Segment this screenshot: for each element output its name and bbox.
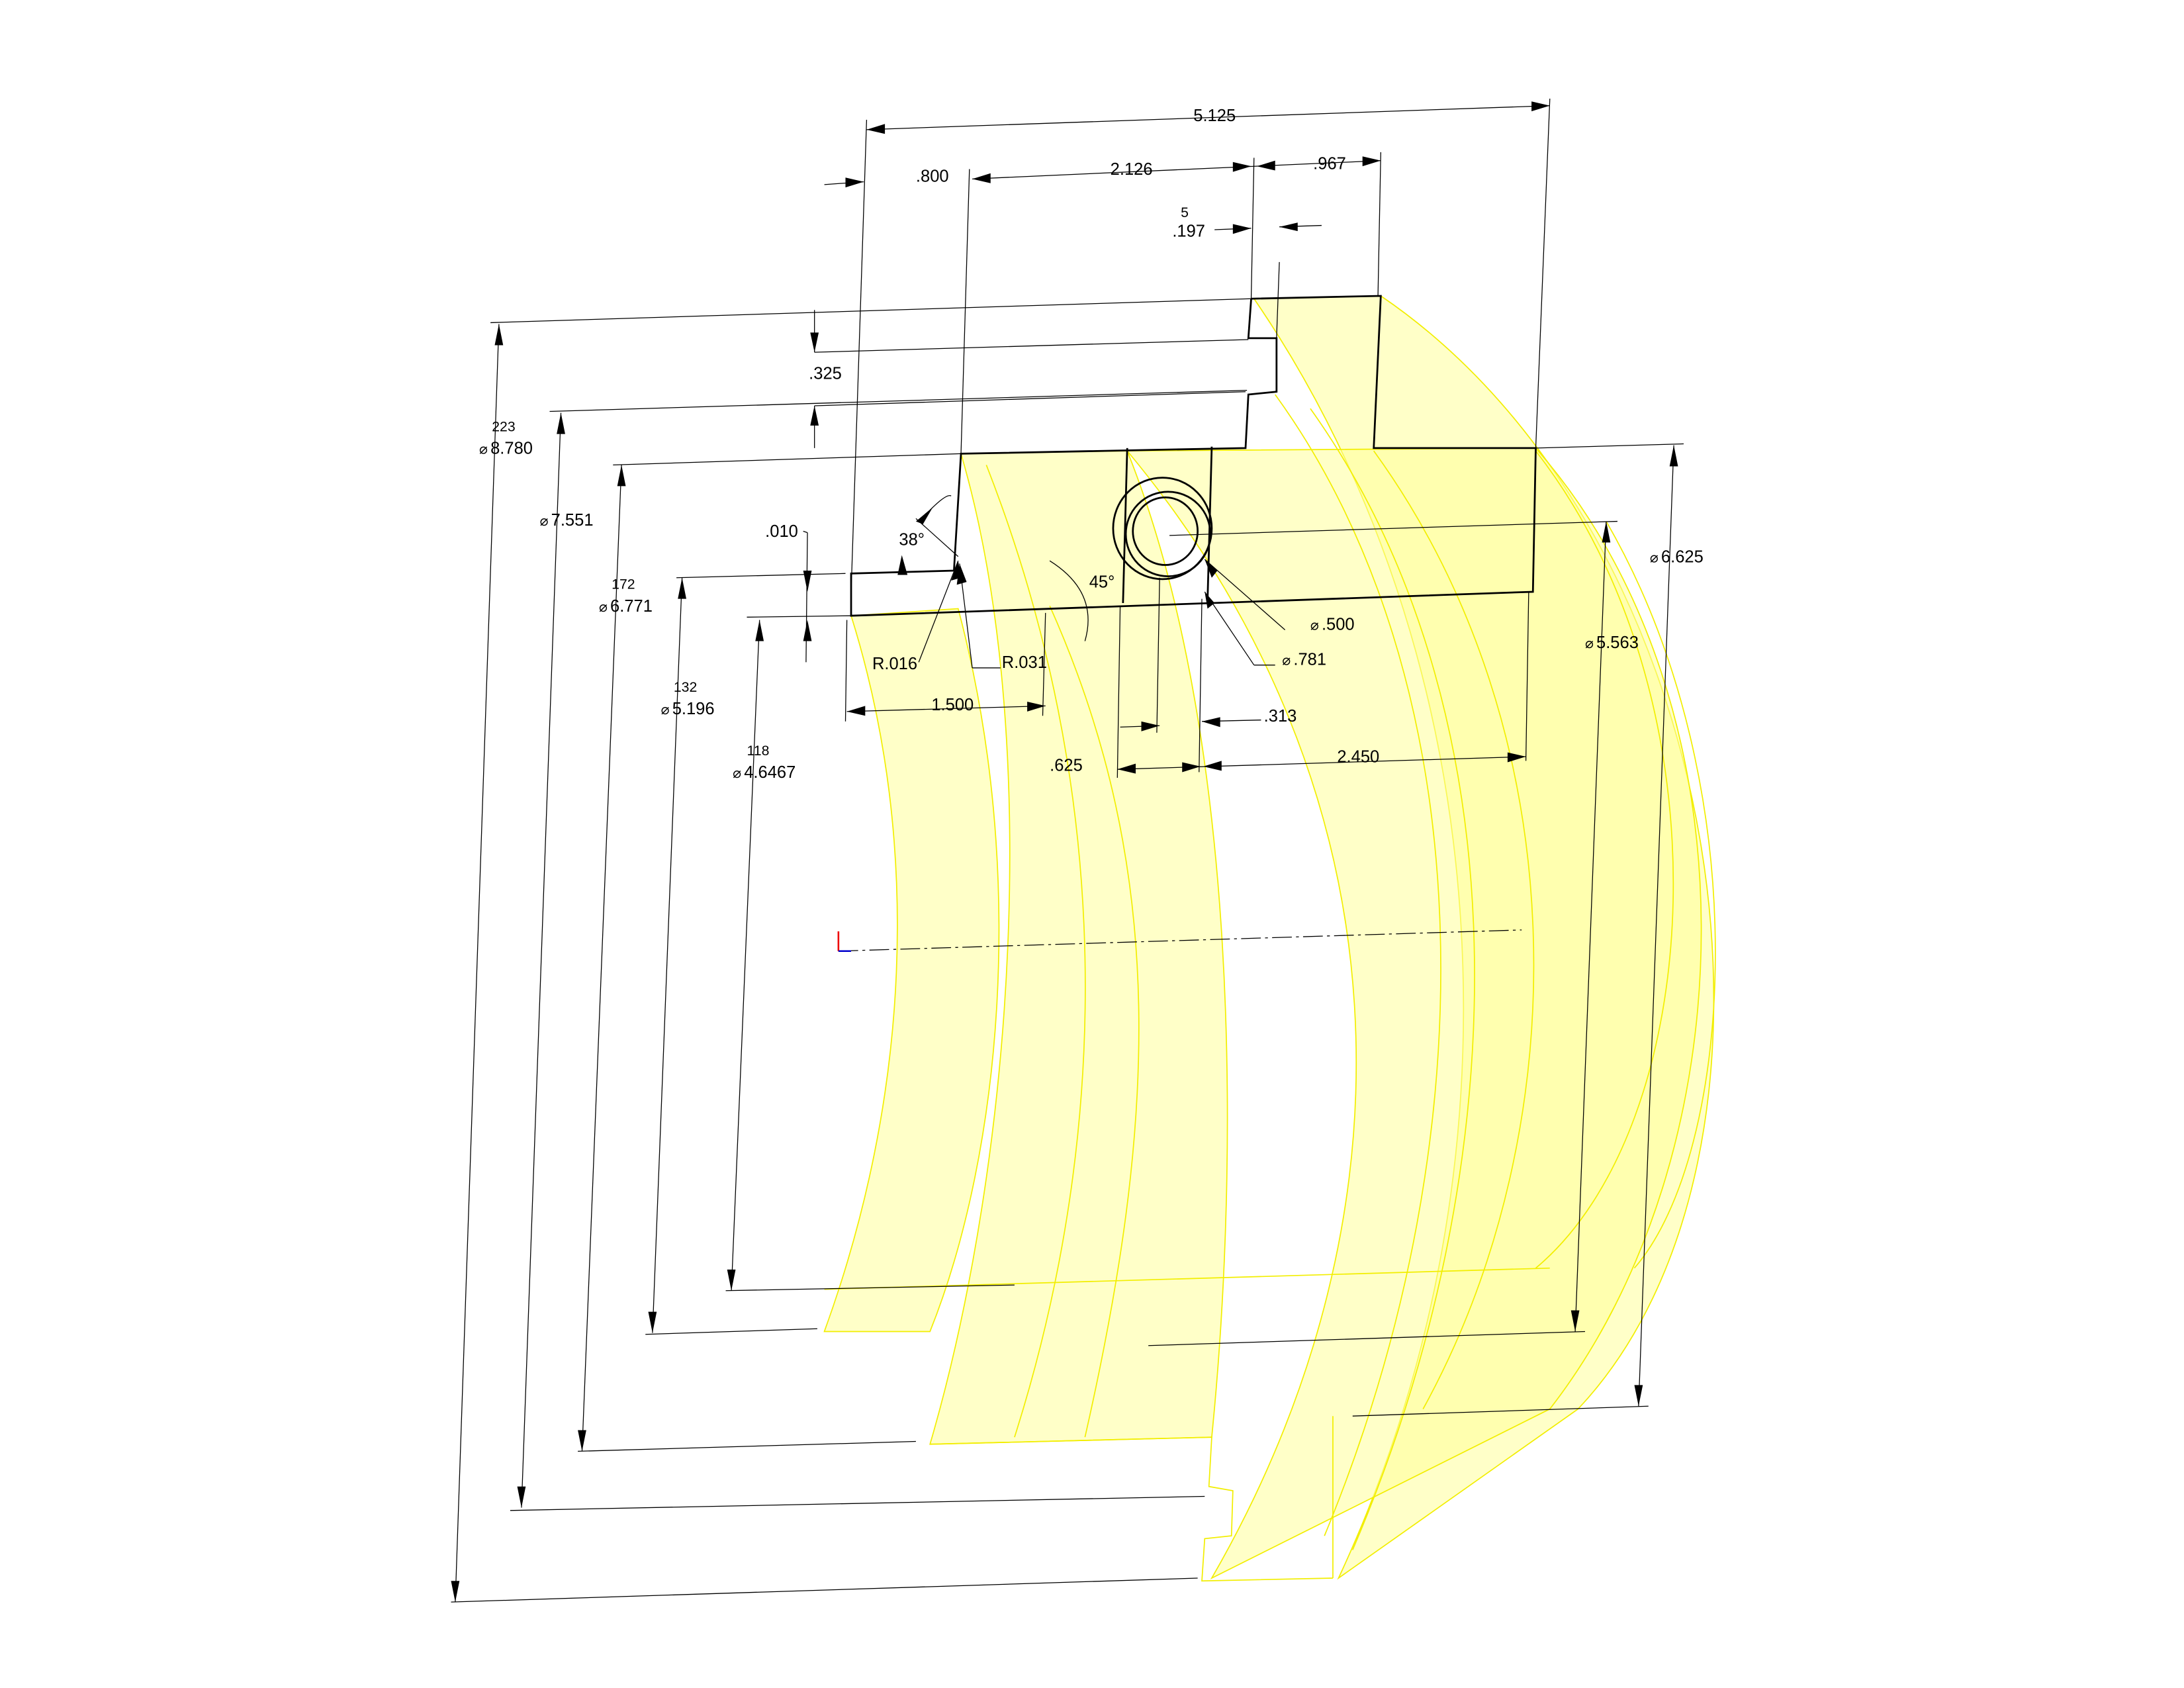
dim-flange-width: .967	[1313, 154, 1346, 173]
dim-step-010: .010	[765, 522, 798, 541]
dim-dia-5196-tol: 132	[674, 679, 697, 695]
dim-length-625: .625	[1050, 756, 1083, 774]
dim-dia-46467-tol: 118	[747, 743, 770, 759]
dim-hole-781: .781	[1293, 651, 1326, 669]
dim-dia-6625: 6.625	[1661, 547, 1704, 566]
diameter-symbol-icon: ⌀	[661, 702, 670, 718]
dim-middle-width: 2.126	[1111, 160, 1153, 179]
dim-dia-46467: 4.6467	[744, 763, 796, 782]
hole-outer-circle	[1112, 477, 1213, 581]
diameter-symbol-icon: ⌀	[1650, 549, 1659, 565]
dim-radius-016: R.016	[872, 655, 917, 673]
diameter-symbol-icon: ⌀	[733, 765, 741, 781]
dim-dia-8780: 8.780	[490, 439, 533, 457]
dim-length-1500: 1.500	[931, 696, 974, 714]
center-axis	[838, 929, 1522, 952]
diameter-symbol-icon: ⌀	[1310, 617, 1319, 633]
dim-groove-tolerance: 5	[1181, 205, 1189, 220]
dim-left-step: .800	[916, 167, 949, 186]
dim-dia-5563: 5.563	[1596, 633, 1639, 652]
diameter-symbol-icon: ⌀	[1282, 653, 1291, 669]
arrowheads	[451, 101, 1678, 1603]
lip-surface	[823, 608, 1000, 1333]
diameter-symbol-icon: ⌀	[1585, 635, 1594, 651]
dim-length-313: .313	[1264, 707, 1297, 726]
dim-radius-031: R.031	[1002, 653, 1047, 672]
hole-inner-circle	[1132, 496, 1199, 566]
dim-dia-6771-tol: 172	[612, 577, 635, 592]
origin-triad-icon	[837, 931, 852, 953]
diameter-symbol-icon: ⌀	[540, 513, 549, 529]
dim-length-2450: 2.450	[1337, 748, 1379, 767]
dim-groove-depth: .325	[809, 365, 842, 383]
dim-dia-6771: 6.771	[610, 597, 653, 616]
part-surfaces	[823, 295, 1716, 1582]
dim-dia-7551: 7.551	[551, 511, 594, 530]
dim-dia-8780-tol: 223	[492, 418, 515, 434]
dim-hole-500: .500	[1322, 615, 1355, 633]
dim-angle-45: 45°	[1089, 573, 1115, 592]
dim-dia-5196: 5.196	[672, 700, 715, 718]
dimension-labels: 5.125 .800 2.126 .967 5 .197 .325 223 ⌀ …	[479, 107, 1704, 782]
dim-groove-width: .197	[1172, 222, 1205, 241]
dim-overall-width: 5.125	[1193, 107, 1236, 125]
diameter-symbol-icon: ⌀	[599, 599, 608, 615]
body-surface	[1126, 447, 1702, 1580]
dim-angle-38: 38°	[899, 531, 925, 549]
diameter-symbol-icon: ⌀	[479, 441, 488, 457]
